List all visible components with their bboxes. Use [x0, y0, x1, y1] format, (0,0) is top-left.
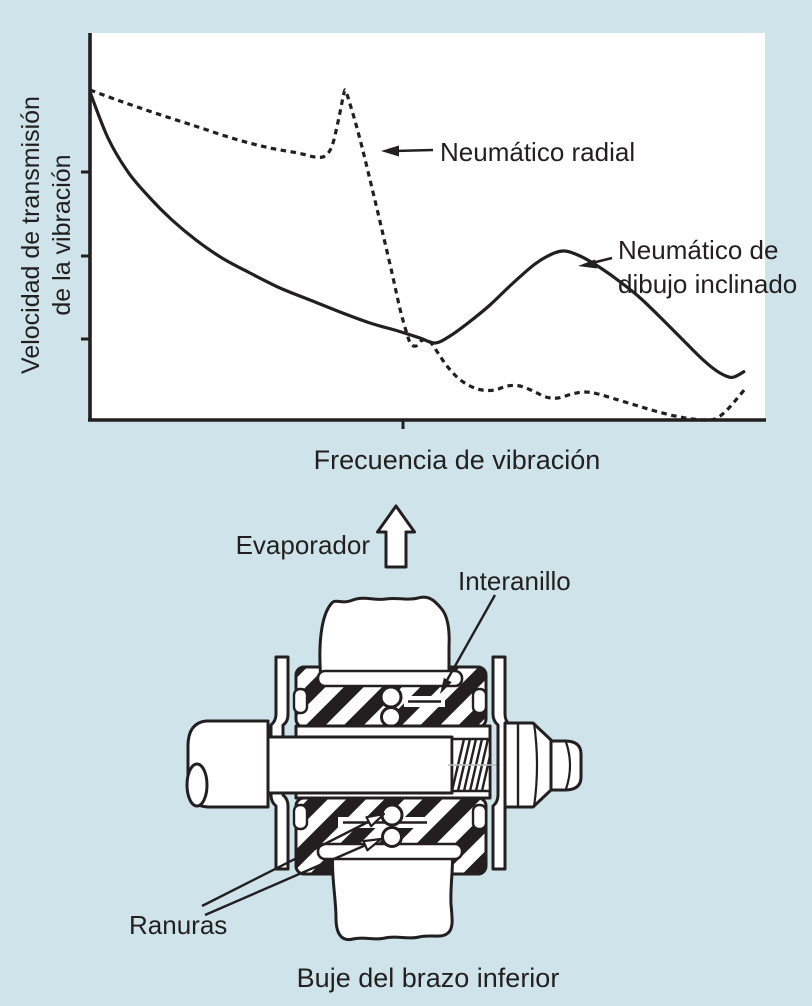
bushing-outer-ring-upper: [316, 669, 464, 688]
figure-caption: Buje del brazo inferior: [296, 963, 560, 993]
arrowhead-icon: [440, 677, 452, 694]
y-axis-label: Velocidad de transmisión de la vibración: [17, 96, 76, 374]
groove-circle: [379, 685, 403, 709]
inclined-arrowhead-icon: [578, 259, 597, 269]
radial-arrowhead-icon: [381, 145, 399, 157]
legend-radial-tire: Neumático radial: [440, 137, 636, 167]
hex-nut: [503, 721, 553, 809]
bushing-lip: [471, 803, 488, 831]
groove-circle: [381, 826, 403, 848]
inner-ring-label: Interanillo: [458, 566, 571, 596]
bushing-lip: [292, 687, 309, 715]
pivot-rod: [185, 719, 270, 809]
bushing-lip: [292, 803, 309, 831]
vibration-chart: [81, 33, 766, 429]
control-arm-upper: [318, 595, 451, 682]
bolt-tip: [549, 739, 583, 792]
groove-circle: [380, 706, 402, 728]
inner-ring-slot-upper: [404, 696, 445, 707]
curve-radial-tire: [89, 88, 747, 422]
bolt-shaft: [266, 735, 454, 795]
bushing-lip: [471, 687, 488, 715]
arrowhead-icon: [365, 812, 386, 828]
up-arrow-icon: [376, 504, 416, 569]
chart-plot-area: [90, 33, 765, 420]
ranuras-arrows: [201, 812, 386, 917]
x-axis-label: Frecuencia de vibración: [313, 445, 601, 475]
rod-end-face: [185, 762, 209, 808]
grooves-label: Ranuras: [129, 910, 228, 940]
control-arm-lower: [331, 848, 455, 942]
arrowhead-icon: [362, 837, 383, 852]
curve-inclined-tread-tire: [88, 91, 746, 379]
axis-ticks: [81, 170, 405, 429]
bushing-diagram: [185, 504, 583, 942]
annotation-arrows: [381, 145, 613, 269]
radial-leader-line: [393, 148, 434, 153]
interanillo-arrow: [440, 594, 497, 694]
legend-inclined-tread-tire: Neumático de dibujo inclinado: [618, 235, 798, 299]
groove-circle: [380, 803, 404, 827]
evaporator-label: Evaporador: [235, 530, 370, 560]
